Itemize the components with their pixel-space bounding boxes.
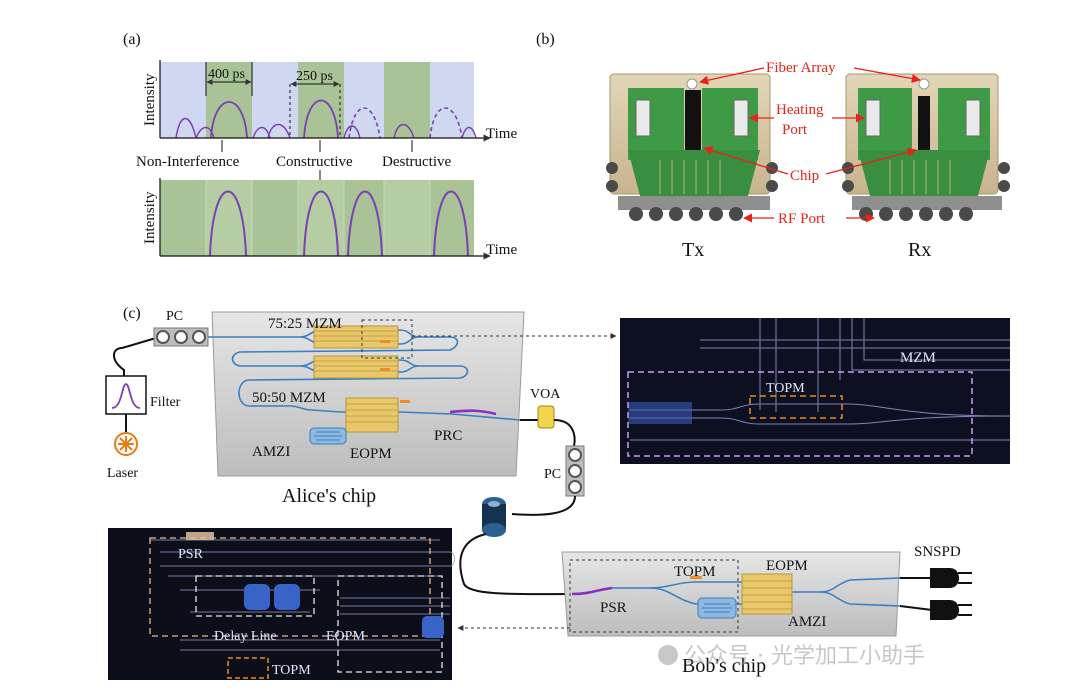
zoom-box-mzm (361, 319, 413, 359)
slot-blue (430, 62, 474, 138)
prc-waveguide (449, 409, 497, 416)
voa-icon (537, 405, 555, 429)
delay-line-outline (195, 575, 315, 617)
label-eopm: EOPM (350, 446, 392, 462)
panel-b: (b) (536, 31, 1010, 261)
bottom-ylabel: Intensity (142, 191, 158, 244)
mzm-outline (627, 371, 973, 457)
zoom-box-bob (569, 559, 739, 633)
slot-blue (160, 62, 206, 138)
panel-a: (a) Int (123, 31, 517, 260)
case-non-interference: Non-Interference (136, 154, 240, 170)
bob-chip: PSR TOPM EOPM AMZI SNSPD Bob's chip (457, 544, 972, 677)
width-label: 250 ps (296, 69, 333, 84)
micro-label-topm-left: TOPM (272, 663, 311, 678)
micrograph-mzm: MZM TOPM (620, 318, 1011, 464)
micro-label-topm: TOPM (766, 381, 805, 396)
pc-out-icon (565, 445, 585, 497)
label-laser: Laser (107, 466, 138, 481)
bob-title: Bob's chip (682, 655, 766, 677)
slot-blue (252, 62, 298, 138)
top-timing-plot: Intensity Time 400 ps 250 ps Non-Interfe… (136, 60, 517, 180)
micro-label-delay: Delay Line (214, 629, 277, 644)
mzm-7525-electrodes (313, 325, 399, 349)
source-chain: Filter Laser PC (105, 309, 209, 481)
top-ylabel: Intensity (142, 73, 158, 126)
bottom-pulses (209, 190, 469, 257)
pc-in-icon (153, 327, 209, 347)
delay-label: 400 ps (208, 67, 245, 82)
slot-green (206, 62, 252, 138)
bottom-timing-plot: Intensity Time (142, 178, 517, 260)
case-constructive: Constructive (276, 154, 353, 170)
label-tx: Tx (682, 239, 704, 261)
panel-c: (c) Filter Laser PC (105, 305, 1011, 680)
label-snspd: SNSPD (914, 544, 961, 560)
bob-label-amzi: AMZI (788, 614, 826, 630)
topm-outline (749, 395, 843, 419)
tx-module-photo (606, 73, 778, 221)
bob-topm-outline (227, 657, 269, 679)
snspd-detectors (930, 568, 972, 620)
label-voa: VOA (530, 387, 561, 402)
watermark-text: 公众号 · 光学加工小助手 (684, 644, 925, 669)
panel-c-tag: (c) (123, 305, 141, 322)
mzm-5050-electrodes (313, 355, 399, 379)
micro-label-eopm: EOPM (326, 629, 365, 644)
tx-chip (685, 90, 701, 152)
case-destructive: Destructive (382, 154, 451, 170)
label-rf-port: RF Port (778, 211, 826, 227)
bob-label-eopm: EOPM (766, 558, 808, 574)
watermark: 公众号 · 光学加工小助手 (658, 644, 925, 669)
label-fiber-array: Fiber Array (766, 60, 836, 76)
bob-label-topm: TOPM (674, 564, 715, 580)
label-filter: Filter (150, 395, 181, 410)
label-mzm-7525: 75:25 MZM (268, 316, 342, 332)
micrograph-bob: PSR Delay Line EOPM TOPM (108, 528, 455, 680)
label-mzm-5050: 50:50 MZM (252, 390, 326, 406)
panel-a-tag: (a) (123, 31, 141, 48)
label-heating: Heating (776, 102, 824, 118)
psr-outline (149, 537, 431, 637)
eopm-electrodes (345, 397, 399, 433)
label-prc: PRC (434, 428, 462, 444)
label-amzi: AMZI (252, 444, 290, 460)
label-pc-in: PC (166, 309, 183, 324)
pulse-traces (175, 99, 477, 139)
bob-label-psr: PSR (600, 600, 627, 616)
label-pc-out: PC (544, 467, 561, 482)
bob-eopm-electrodes (741, 573, 793, 615)
voa-pc-fiber: VOA PC (459, 387, 585, 596)
top-xlabel: Time (486, 126, 517, 142)
fiber-spool-icon (482, 497, 506, 537)
label-port: Port (782, 122, 808, 138)
rx-module-photo (842, 73, 1010, 221)
label-chip: Chip (790, 168, 819, 184)
tx-pcb-right (702, 88, 758, 160)
micro-label-mzm: MZM (900, 350, 936, 366)
micro-label-psr: PSR (178, 547, 204, 562)
alice-title: Alice's chip (282, 485, 376, 507)
label-rx: Rx (908, 239, 931, 261)
bottom-xlabel: Time (486, 242, 517, 258)
alice-chip: 75:25 MZM 50:50 MZM AMZI EOPM PRC Alice'… (208, 311, 617, 507)
panel-b-tag: (b) (536, 31, 555, 48)
